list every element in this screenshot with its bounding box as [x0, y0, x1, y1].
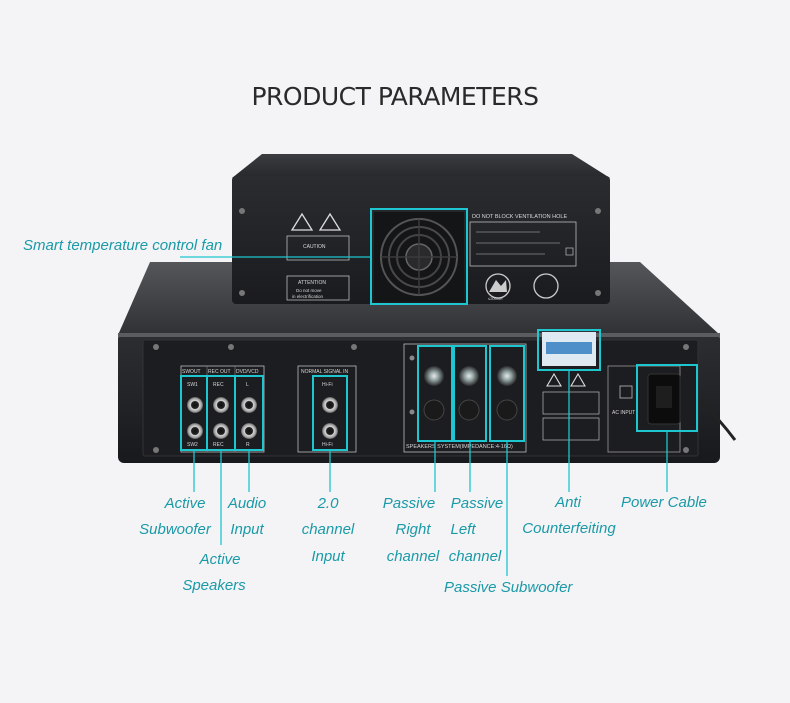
sw1-text: SW1: [187, 382, 198, 388]
hifi-bottom-text: Hi-Fi: [322, 442, 333, 448]
passive-right-label-2: Right: [395, 521, 431, 538]
hifi-top-text: Hi-Fi: [322, 382, 333, 388]
active-subwoofer-label-1: Active: [164, 495, 206, 512]
audio-input-label-1: Audio: [227, 495, 267, 512]
passive-subwoofer-label: Passive Subwoofer: [444, 579, 573, 596]
normal-signal-text: NORMAL SIGNAL IN: [301, 369, 349, 375]
dvd-text: DVD/VCD: [236, 369, 259, 375]
rec-bottom-text: REC: [213, 442, 224, 448]
audio-input-label-2: Input: [230, 521, 264, 538]
active-speakers-label-1: Active: [199, 551, 241, 568]
anti-counterfeit-label-1: Anti: [555, 494, 581, 511]
active-speakers-label-2: Speakers: [182, 577, 246, 594]
sw2-text: SW2: [187, 442, 198, 448]
ac-input-text: AC INPUT: [612, 410, 635, 416]
passive-right-label-1: Passive: [382, 495, 436, 512]
passive-left-label-3: channel: [448, 548, 502, 565]
page-title: PRODUCT PARAMETERS: [251, 82, 539, 111]
speakers-system-text: SPEAKERS SYSTEM(IMPEDANCE:4-16Ω): [406, 444, 513, 450]
vent-text: DO NOT BLOCK VENTILATION HOLE: [472, 214, 567, 220]
passive-right-label-3: channel: [386, 548, 440, 565]
l-text: L: [246, 382, 249, 388]
in-electrification-text: in electrification: [292, 294, 324, 299]
r-text: R: [246, 442, 250, 448]
channel-input-label-1: 2.0: [317, 495, 339, 512]
power-section: [542, 332, 681, 453]
power-cable-label: Power Cable: [621, 494, 707, 511]
fan-label: Smart temperature control fan: [23, 237, 223, 254]
top-amplifier-unit: [232, 154, 610, 304]
passive-left-label-2: Left: [450, 521, 476, 538]
do-not-move-text: Do not move: [296, 288, 322, 293]
anti-counterfeit-label-2: Counterfeiting: [522, 520, 616, 537]
caution-text: CAUTION: [303, 244, 326, 250]
altitude-text: ≤2000m: [488, 296, 503, 301]
channel-input-label-3: Input: [311, 548, 345, 565]
swout-text: SWOUT: [182, 369, 201, 375]
panel-text: DO NOT BLOCK VENTILATION HOLE CAUTION AT…: [182, 214, 635, 450]
attention-text: ATTENTION: [298, 280, 326, 286]
active-subwoofer-label-2: Subwoofer: [139, 521, 211, 538]
speaker-terminal-section: [403, 343, 527, 453]
rec-out-text: REC OUT: [208, 369, 231, 375]
leader-lines: [180, 256, 668, 576]
channel-input-label-2: channel: [301, 521, 355, 538]
passive-left-label-1: Passive: [450, 495, 504, 512]
rec-top-text: REC: [213, 382, 224, 388]
